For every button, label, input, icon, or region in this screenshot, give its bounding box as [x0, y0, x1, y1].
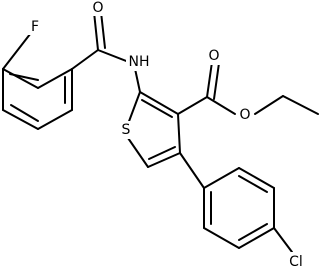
bond: [10, 104, 39, 122]
bond: [206, 96, 236, 115]
bond: [238, 227, 275, 249]
bond: [148, 146, 176, 160]
chlorine-label: Cl: [289, 254, 303, 270]
bond: [37, 68, 73, 89]
fluorine-label: F: [31, 19, 39, 35]
bond: [254, 95, 284, 115]
ester-ether-oxygen-atom: O: [237, 106, 253, 124]
bond: [139, 91, 179, 115]
amide-oxygen-label: O: [92, 0, 103, 16]
bond: [127, 137, 149, 168]
bond: [282, 95, 319, 115]
bond: [273, 227, 293, 253]
bond: [100, 11, 106, 49]
ester-carbonyl-oxygen-atom: O: [206, 47, 222, 65]
bond-lines: [2, 11, 319, 253]
thiophene-sulfur-label: S: [122, 122, 131, 138]
bond: [179, 152, 205, 189]
ester-carbonyl-oxygen-label: O: [208, 48, 219, 64]
thiophene-sulfur-atom: S: [118, 121, 134, 139]
bond: [213, 62, 220, 100]
bond: [127, 91, 141, 125]
ester-ether-oxygen-label: O: [239, 107, 250, 123]
bond: [177, 113, 181, 154]
bond: [2, 109, 39, 130]
bond: [238, 175, 268, 193]
bond: [71, 49, 99, 70]
bond: [238, 167, 275, 189]
bond: [206, 61, 213, 98]
bond: [238, 223, 268, 241]
bond: [147, 152, 181, 168]
bond: [177, 96, 208, 115]
bond: [2, 68, 39, 89]
atom-labels: F O NH O O S Cl: [28, 0, 308, 270]
bond: [203, 167, 240, 189]
amide-nitrogen-label: NH: [129, 54, 150, 70]
fluorine-atom: F: [28, 17, 42, 35]
bond: [37, 109, 73, 130]
bond: [203, 227, 240, 249]
bond: [9, 73, 39, 81]
amide-nitrogen-atom: NH: [126, 53, 152, 71]
amide-oxygen-atom: O: [90, 0, 106, 16]
chlorine-atom: Cl: [284, 252, 308, 270]
bond: [141, 99, 173, 118]
bond: [93, 11, 99, 51]
bond: [2, 28, 35, 70]
